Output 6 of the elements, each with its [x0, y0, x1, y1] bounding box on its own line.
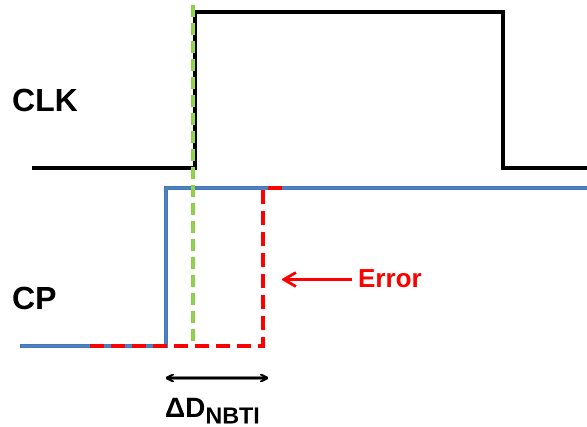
delay-label: ΔD$_{NBTI}$	[165, 392, 260, 427]
delayed-waveform	[90, 186, 283, 348]
arrow	[282, 271, 352, 288]
signal-name: CP	[12, 280, 56, 317]
signal-name: CLK	[12, 82, 78, 119]
error-label: Error	[358, 263, 422, 294]
